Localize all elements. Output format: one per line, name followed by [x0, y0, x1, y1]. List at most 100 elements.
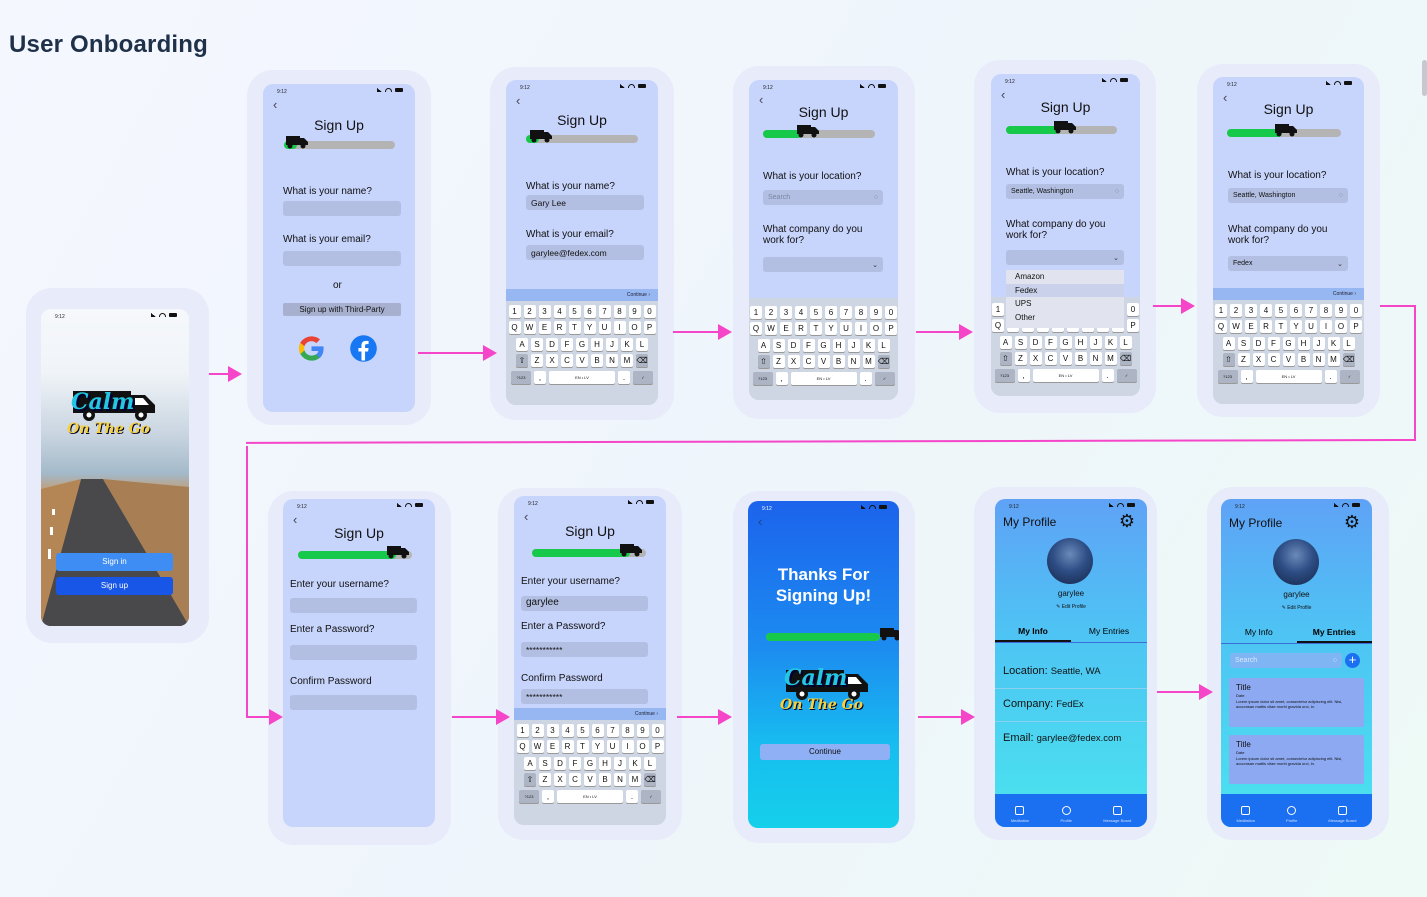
entry-card[interactable]: Title Date Lorem ipsum dolor sit amet, c…	[1229, 678, 1364, 727]
key[interactable]: 4	[1260, 304, 1272, 317]
company-select[interactable]: ⌄	[1006, 250, 1124, 265]
key[interactable]: U	[1305, 320, 1317, 333]
key[interactable]: B	[591, 354, 603, 367]
numbers-key[interactable]: ?123	[511, 371, 531, 384]
nav-meditation[interactable]: Meditation	[1011, 806, 1029, 823]
email-field[interactable]	[283, 251, 401, 266]
key[interactable]: C	[803, 355, 815, 368]
key[interactable]: E	[1245, 320, 1257, 333]
nav-profile[interactable]: Profile	[1286, 806, 1297, 823]
key[interactable]: N	[614, 773, 626, 786]
key[interactable]: Y	[592, 740, 604, 753]
key[interactable]: 1	[750, 306, 762, 319]
key[interactable]: T	[1275, 320, 1287, 333]
backspace-key[interactable]: ⌫	[644, 773, 656, 786]
username-field[interactable]: garylee	[521, 596, 648, 611]
done-key[interactable]: ✓	[633, 371, 653, 384]
key[interactable]: R	[1260, 320, 1272, 333]
key[interactable]: J	[848, 339, 860, 352]
continue-button[interactable]: Continue	[760, 744, 890, 760]
gear-icon[interactable]: ⚙	[1119, 511, 1135, 532]
key[interactable]: C	[1268, 353, 1280, 366]
key[interactable]: P	[644, 321, 656, 334]
facebook-icon[interactable]	[349, 334, 378, 363]
keyboard-continue[interactable]: Continue ›	[514, 708, 666, 720]
key[interactable]: R	[562, 740, 574, 753]
key[interactable]: O	[870, 322, 882, 335]
key[interactable]: L	[636, 338, 648, 351]
key[interactable]: S	[1238, 337, 1250, 350]
password-field[interactable]: ***********	[521, 642, 648, 657]
key[interactable]: M	[863, 355, 875, 368]
company-dropdown[interactable]: Amazon Fedex UPS Other	[1006, 270, 1124, 328]
key[interactable]: R	[795, 322, 807, 335]
tab-my-info[interactable]: My Info	[1221, 627, 1297, 643]
key[interactable]: N	[606, 354, 618, 367]
key[interactable]: J	[1090, 336, 1102, 349]
key[interactable]: Z	[1015, 352, 1027, 365]
key[interactable]: Z	[1238, 353, 1250, 366]
key[interactable]: T	[810, 322, 822, 335]
edit-profile-link[interactable]: ✎ Edit Profile	[995, 604, 1147, 610]
key[interactable]: M	[621, 354, 633, 367]
done-key[interactable]: ✓	[1117, 369, 1137, 382]
comma-key[interactable]: ,	[1241, 370, 1253, 383]
key[interactable]: Q	[992, 319, 1004, 332]
key[interactable]: H	[1075, 336, 1087, 349]
key[interactable]: Z	[539, 773, 551, 786]
key[interactable]: 7	[840, 306, 852, 319]
key[interactable]: H	[833, 339, 845, 352]
key[interactable]: F	[561, 338, 573, 351]
location-field[interactable]: Seattle, Washington○	[1006, 184, 1124, 199]
shift-key[interactable]: ⇧	[524, 773, 536, 786]
dropdown-option[interactable]: Other	[1006, 311, 1124, 325]
entries-search[interactable]: Search○	[1230, 653, 1342, 668]
third-party-button[interactable]: Sign up with Third-Party	[283, 303, 401, 316]
key[interactable]: 5	[569, 305, 581, 318]
key[interactable]: G	[1060, 336, 1072, 349]
key[interactable]: G	[818, 339, 830, 352]
key[interactable]: 3	[547, 724, 559, 737]
key[interactable]: N	[1090, 352, 1102, 365]
key[interactable]: 9	[629, 305, 641, 318]
key[interactable]: B	[1075, 352, 1087, 365]
key[interactable]: X	[1030, 352, 1042, 365]
key[interactable]: H	[599, 757, 611, 770]
key[interactable]: 2	[1230, 304, 1242, 317]
key[interactable]: F	[803, 339, 815, 352]
key[interactable]: B	[833, 355, 845, 368]
key[interactable]: D	[1030, 336, 1042, 349]
backspace-key[interactable]: ⌫	[878, 355, 890, 368]
location-search[interactable]: Search○	[763, 190, 883, 205]
key[interactable]: W	[765, 322, 777, 335]
comma-key[interactable]: ,	[542, 790, 554, 803]
key[interactable]: 8	[1320, 304, 1332, 317]
key[interactable]: V	[1283, 353, 1295, 366]
key[interactable]: D	[554, 757, 566, 770]
key[interactable]: 8	[855, 306, 867, 319]
period-key[interactable]: .	[618, 371, 630, 384]
confirm-password-field[interactable]	[290, 695, 417, 710]
key[interactable]: E	[539, 321, 551, 334]
key[interactable]: D	[788, 339, 800, 352]
done-key[interactable]: ✓	[641, 790, 661, 803]
key[interactable]: 0	[1350, 304, 1362, 317]
space-key[interactable]: EN • LV	[1033, 369, 1099, 382]
tab-my-entries[interactable]: My Entries	[1071, 626, 1147, 642]
company-select[interactable]: Fedex⌄	[1228, 256, 1348, 271]
key[interactable]: Y	[825, 322, 837, 335]
comma-key[interactable]: ,	[776, 372, 788, 385]
key[interactable]: X	[546, 354, 558, 367]
keyboard-continue[interactable]: Continue ›	[1213, 288, 1364, 300]
key[interactable]: D	[546, 338, 558, 351]
key[interactable]: P	[885, 322, 897, 335]
signup-button[interactable]: Sign up	[56, 577, 173, 595]
key[interactable]: 4	[795, 306, 807, 319]
google-icon[interactable]	[297, 334, 326, 363]
numbers-key[interactable]: ?123	[519, 790, 539, 803]
key[interactable]: H	[591, 338, 603, 351]
key[interactable]: P	[652, 740, 664, 753]
keyboard-continue[interactable]: Continue ›	[506, 289, 658, 301]
key[interactable]: 1	[509, 305, 521, 318]
key[interactable]: E	[780, 322, 792, 335]
